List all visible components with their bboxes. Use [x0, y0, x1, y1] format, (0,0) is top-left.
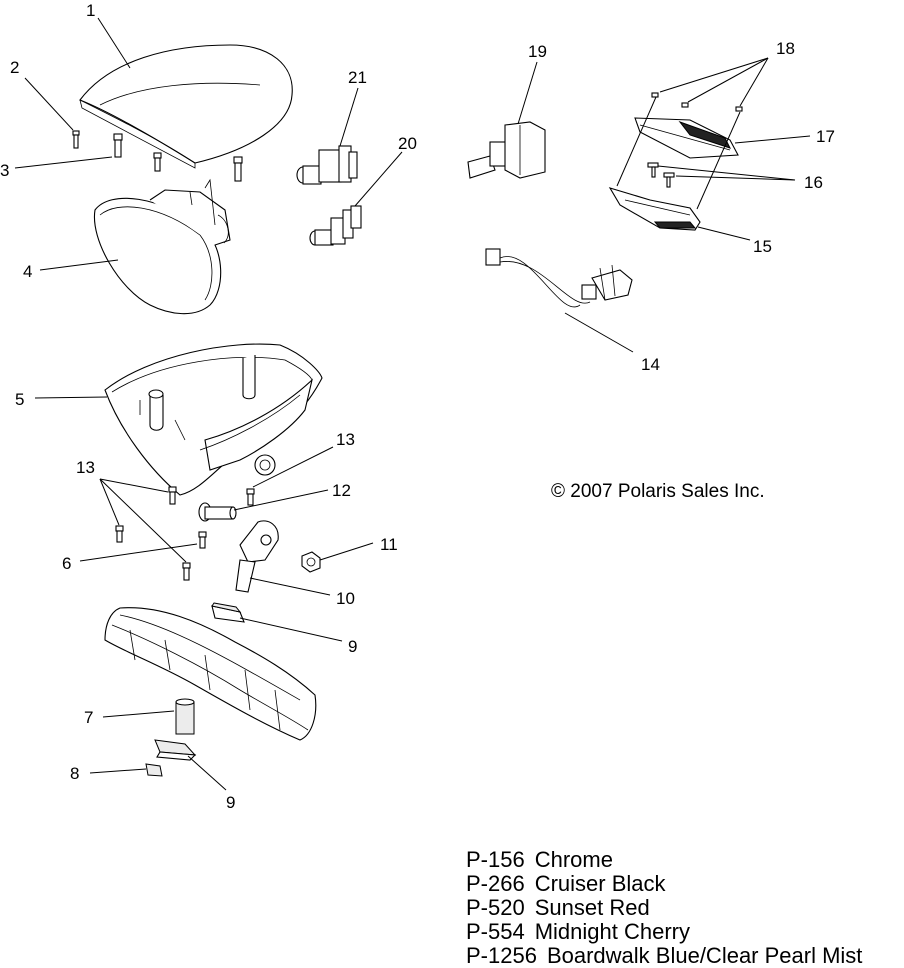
leader-9a — [239, 617, 343, 642]
callout-8: 8 — [70, 764, 79, 783]
leader-17 — [734, 135, 811, 144]
callout-9b: 9 — [226, 793, 235, 812]
legend-row: P-1256 Boardwalk Blue/Clear Pearl Mist — [466, 944, 862, 968]
part-crossbar — [104, 607, 317, 741]
part-20-bulb-socket — [309, 205, 362, 246]
part-15-base — [608, 187, 701, 231]
callout-labels: 1 2 3 4 5 6 7 8 9 9 10 11 12 13 13 14 15… — [0, 1, 835, 812]
part-18-screws — [651, 92, 743, 112]
leader-14 — [564, 312, 634, 353]
callout-6: 6 — [62, 554, 71, 573]
legend-color-name: Chrome — [534, 847, 613, 872]
part-16-screws — [647, 162, 675, 188]
leader-18-dash-2 — [696, 111, 741, 210]
leader-16-2 — [675, 175, 796, 181]
leader-5 — [34, 396, 108, 399]
leader-11 — [319, 542, 374, 561]
part-5-housing — [104, 343, 323, 496]
leader-15 — [697, 226, 751, 241]
legend-color-name: Sunset Red — [534, 895, 650, 920]
part-11-nut — [301, 551, 321, 573]
callout-19: 19 — [528, 42, 547, 61]
callout-2: 2 — [10, 58, 19, 77]
leader-18-2 — [687, 57, 769, 103]
callout-5: 5 — [15, 390, 24, 409]
part-2-screw — [72, 130, 80, 149]
leader-lines — [14, 17, 811, 791]
callout-18: 18 — [776, 39, 795, 58]
leader-4 — [39, 259, 119, 271]
part-3-studs — [113, 133, 243, 182]
leader-12 — [233, 489, 329, 511]
callout-11: 11 — [380, 535, 398, 554]
legend-code: P-554 — [466, 919, 525, 944]
leader-18-dash-1 — [616, 96, 657, 187]
callout-7: 7 — [84, 708, 93, 727]
leader-3 — [14, 156, 113, 169]
copyright-notice: © 2007 Polaris Sales Inc. — [551, 481, 765, 502]
leader-20 — [354, 151, 403, 207]
legend-row: P-156 Chrome — [466, 848, 862, 872]
legend-row: P-554 Midnight Cherry — [466, 920, 862, 944]
callout-21: 21 — [348, 68, 367, 87]
part-6-screw — [198, 531, 207, 549]
callout-4: 4 — [23, 262, 32, 281]
leader-13b-1 — [99, 478, 169, 493]
callout-3: 3 — [0, 161, 9, 180]
leader-19 — [517, 61, 538, 125]
callout-13a: 13 — [336, 430, 355, 449]
leader-18-3 — [739, 57, 769, 107]
part-9-grommet-bottom — [154, 739, 197, 761]
leader-2 — [24, 77, 74, 131]
callout-9a: 9 — [348, 637, 357, 656]
leader-13a — [252, 446, 334, 488]
part-8-cap — [145, 763, 163, 777]
leader-7 — [102, 710, 175, 718]
legend-code: P-156 — [466, 847, 525, 872]
part-21-bulb-socket — [296, 145, 358, 185]
part-9-grommet-top — [211, 602, 245, 623]
legend-color-name: Cruiser Black — [534, 871, 666, 896]
callout-13b: 13 — [76, 458, 95, 477]
part-12-bolt — [198, 502, 237, 522]
part-13-screws — [115, 486, 255, 581]
legend-code: P-520 — [466, 895, 525, 920]
leader-13b-3 — [99, 478, 187, 563]
part-7-spacer — [175, 698, 195, 735]
legend-color-name: Boardwalk Blue/Clear Pearl Mist — [546, 943, 863, 968]
callout-14: 14 — [641, 355, 660, 374]
part-4-headlight — [93, 178, 231, 315]
legend-code: P-1256 — [466, 943, 537, 968]
leader-18-1 — [659, 57, 769, 93]
leader-9b — [187, 755, 227, 791]
color-legend: P-156 Chrome P-266 Cruiser Black P-520 Suns… — [466, 848, 862, 968]
callout-20: 20 — [398, 134, 417, 153]
legend-row: P-266 Cruiser Black — [466, 872, 862, 896]
leader-8 — [89, 768, 147, 774]
part-10-bracket — [235, 520, 279, 593]
callout-1: 1 — [86, 1, 95, 20]
part-19-bulb — [467, 121, 546, 179]
callout-16: 16 — [804, 173, 823, 192]
part-14-harness — [485, 248, 633, 308]
leader-16-1 — [657, 165, 796, 181]
legend-code: P-266 — [466, 871, 525, 896]
callout-17: 17 — [816, 127, 835, 146]
callout-15: 15 — [753, 237, 772, 256]
callout-10: 10 — [336, 589, 355, 608]
leader-6 — [79, 543, 198, 562]
leader-13b-2 — [99, 478, 120, 526]
legend-color-name: Midnight Cherry — [534, 919, 690, 944]
leader-1 — [97, 17, 131, 69]
legend-row: P-520 Sunset Red — [466, 896, 862, 920]
leader-21 — [339, 87, 359, 147]
leader-10 — [249, 577, 331, 596]
part-17-lamp — [634, 117, 739, 159]
part-1-visor — [79, 44, 293, 169]
callout-12: 12 — [332, 481, 351, 500]
